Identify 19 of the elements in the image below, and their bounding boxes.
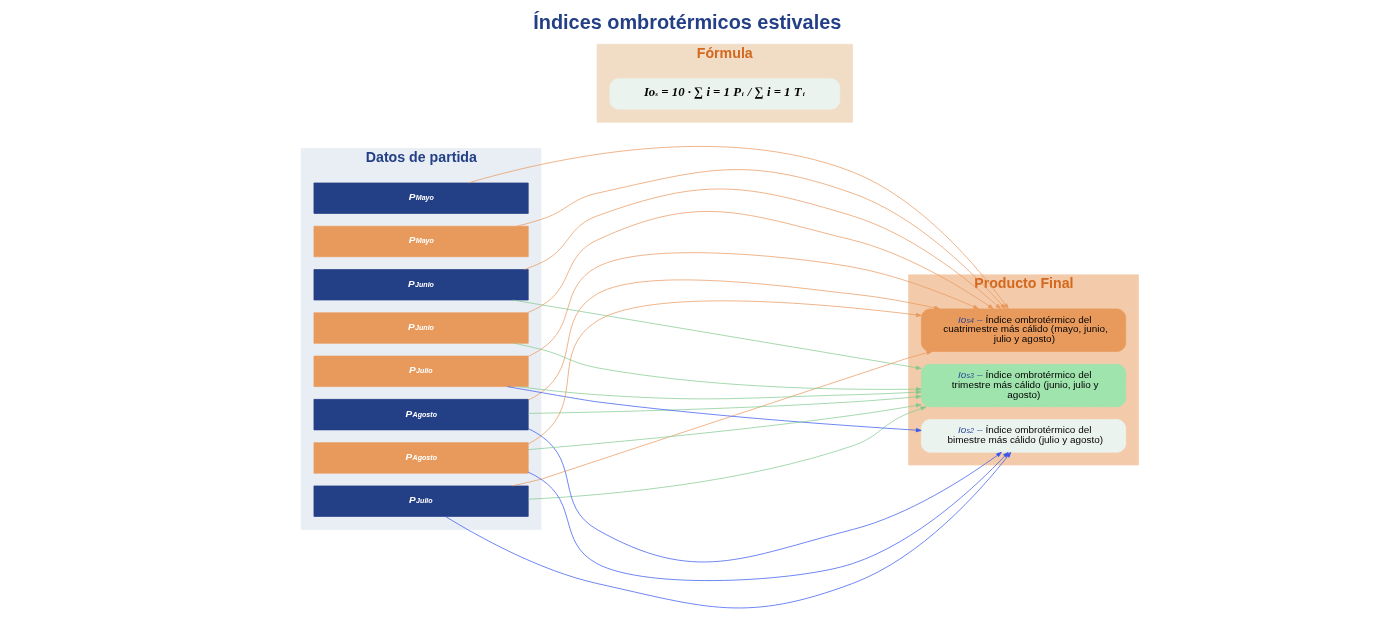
arrow (527, 452, 1009, 581)
arrow (527, 394, 921, 414)
arrow (526, 211, 994, 314)
arrow (444, 451, 1011, 609)
arrow (517, 386, 922, 400)
arrow (527, 403, 922, 450)
arrow (523, 188, 1001, 310)
diagram-title: Índices ombrotérmicos estivales (532, 10, 841, 33)
arrow (527, 406, 926, 500)
arrow (527, 428, 1002, 563)
arrow (506, 386, 922, 433)
arrow (512, 299, 921, 370)
arrow (516, 169, 1005, 310)
arrow (467, 146, 1009, 310)
arrow (527, 279, 940, 401)
arrow (527, 252, 979, 357)
arrow (513, 343, 922, 392)
arrow (511, 350, 932, 487)
arrow (527, 300, 922, 445)
